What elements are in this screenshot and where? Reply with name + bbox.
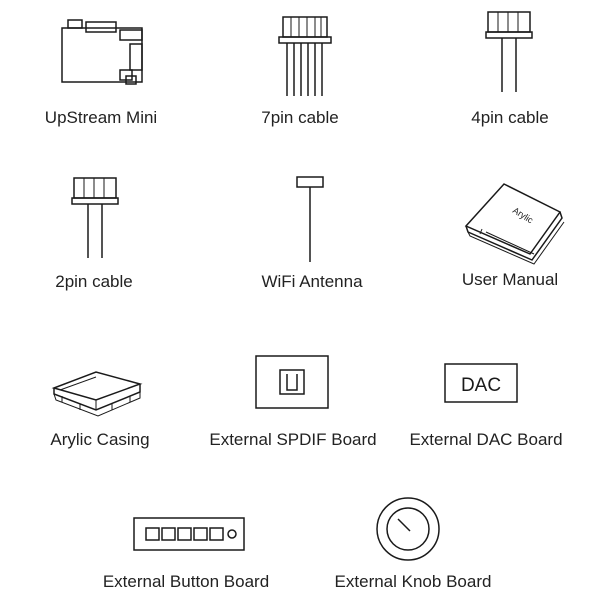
label-wifi-antenna: WiFi Antenna bbox=[261, 272, 363, 291]
dac-box-text: DAC bbox=[461, 375, 501, 396]
label-knob-board: External Knob Board bbox=[334, 572, 492, 591]
label-dac-board: External DAC Board bbox=[409, 430, 563, 449]
label-arylic-casing: Arylic Casing bbox=[50, 430, 150, 449]
label-button-board: External Button Board bbox=[102, 572, 270, 591]
label-2pin-cable: 2pin cable bbox=[55, 272, 133, 291]
label-4pin-cable: 4pin cable bbox=[471, 108, 549, 127]
label-spdif-board: External SPDIF Board bbox=[209, 430, 377, 449]
label-7pin-cable: 7pin cable bbox=[261, 108, 339, 127]
label-upstream-mini: UpStream Mini bbox=[44, 108, 158, 127]
label-user-manual: User Manual bbox=[461, 270, 559, 289]
